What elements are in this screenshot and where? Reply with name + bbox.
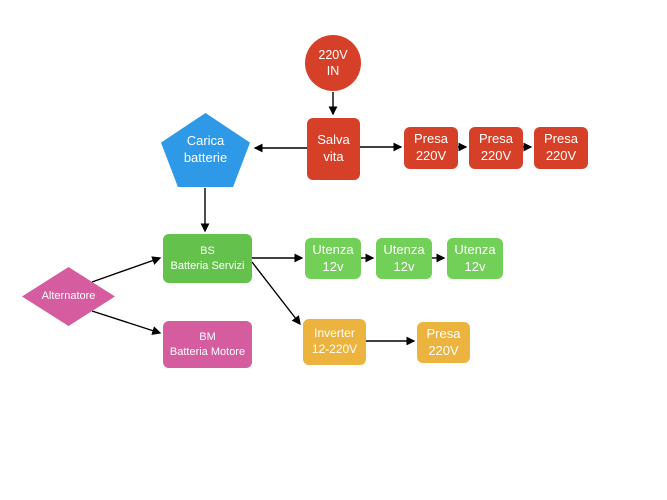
node-presa-220v-inverter: Presa 220V (417, 322, 470, 363)
node-utenza-12v-3: Utenza 12v (447, 238, 503, 279)
node-220v-in: 220V IN (305, 35, 361, 91)
node-utenza-12v-2: Utenza 12v (376, 238, 432, 279)
node-utenza-12v-1: Utenza 12v (305, 238, 361, 279)
arrow-alternatore-to-bs (91, 256, 162, 283)
node-inverter-12-220v: Inverter 12-220V (303, 319, 366, 365)
arrow-bs-to-inverter (251, 261, 301, 326)
arrow-alternatore-to-bm (91, 310, 162, 335)
node-salva-vita: Salva vita (307, 118, 360, 180)
node-presa-220v-2: Presa 220V (469, 127, 523, 169)
node-bs-batteria-servizi: BS Batteria Servizi (163, 234, 252, 283)
node-presa-220v-1: Presa 220V (404, 127, 458, 169)
node-presa-220v-3: Presa 220V (534, 127, 588, 169)
node-bm-batteria-motore: BM Batteria Motore (163, 321, 252, 368)
